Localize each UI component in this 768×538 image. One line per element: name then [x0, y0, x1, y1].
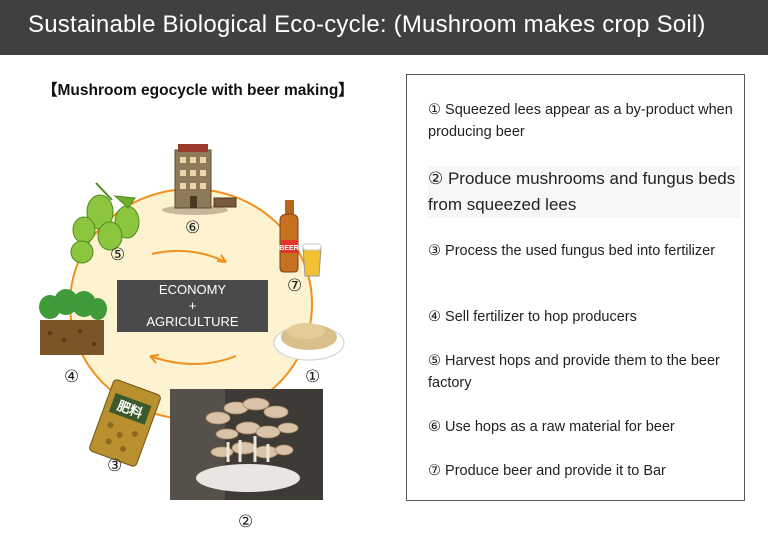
marker-5: ⑤ — [110, 245, 126, 265]
diagram-subtitle: 【Mushroom egocycle with beer making】 — [42, 82, 354, 99]
center-line-economy: ECONOMY — [158, 282, 227, 297]
step-1: ① Squeezed lees appear as a by-product w… — [428, 102, 733, 140]
squeezed-lees-plate-illustration — [273, 323, 345, 361]
economy-agriculture-box: ECONOMY + AGRICULTURE — [117, 280, 268, 332]
step-7: ⑦ Produce beer and provide it to Bar — [428, 463, 666, 479]
soil-crops-illustration — [39, 289, 107, 355]
step-5: ⑤ Harvest hops and provide them to the b… — [428, 353, 720, 391]
fertilizer-bag-illustration: 肥料 — [89, 379, 161, 467]
beer-label-text: BEER — [279, 245, 298, 252]
mushroom-photo — [170, 389, 323, 500]
center-line-plus: + — [188, 298, 197, 313]
marker-6: ⑥ — [185, 218, 201, 238]
bottom-cycle-arrow — [149, 354, 237, 365]
step-3: ③ Process the used fungus bed into ferti… — [428, 243, 716, 259]
step-6: ⑥ Use hops as a raw material for beer — [428, 419, 675, 435]
title-bar: Sustainable Biological Eco-cycle: (Mushr… — [0, 0, 768, 55]
beer-bottle-glass-illustration: BEER — [279, 200, 322, 277]
steps-panel: ① Squeezed lees appear as a by-product w… — [406, 74, 745, 501]
step-4: ④ Sell fertilizer to hop producers — [428, 309, 637, 325]
slide-title: Sustainable Biological Eco-cycle: (Mushr… — [28, 11, 706, 38]
marker-1: ① — [305, 367, 321, 387]
marker-3: ③ — [107, 456, 123, 476]
marker-4: ④ — [64, 367, 80, 387]
center-line-agriculture: AGRICULTURE — [146, 314, 239, 329]
marker-2: ② — [238, 512, 254, 532]
eco-cycle-diagram: BEER 肥料 — [39, 144, 345, 500]
hops-illustration — [70, 182, 140, 264]
top-cycle-arrow — [151, 249, 227, 263]
beer-factory-illustration — [162, 144, 237, 215]
marker-7: ⑦ — [287, 276, 303, 296]
step-2: ② Produce mushrooms and fungus beds from… — [428, 166, 740, 218]
